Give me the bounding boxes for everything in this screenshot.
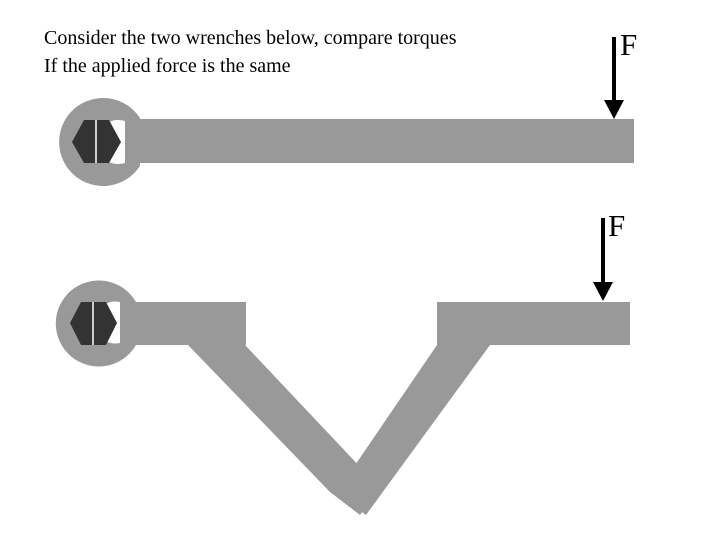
bent-wrench-right-handle bbox=[437, 302, 630, 345]
question-line-2: If the applied force is the same bbox=[44, 55, 291, 77]
top-force-label: F bbox=[620, 27, 638, 62]
bent-wrench-head bbox=[55, 280, 137, 367]
bottom-force-label: F bbox=[608, 208, 626, 243]
bent-wrench-right-leg bbox=[336, 345, 490, 515]
question-text: Consider the two wrenches below, compare… bbox=[44, 24, 604, 80]
straight-wrench-handle bbox=[125, 119, 634, 163]
bottom-force-arrow bbox=[593, 218, 613, 301]
bent-wrench-left-handle bbox=[120, 302, 246, 345]
bent-wrench-left-leg bbox=[188, 345, 380, 515]
top-force-arrow bbox=[604, 37, 624, 119]
straight-wrench bbox=[59, 98, 634, 187]
question-line-1: Consider the two wrenches below, compare… bbox=[44, 27, 457, 49]
straight-wrench-head bbox=[59, 98, 140, 187]
bent-wrench bbox=[55, 280, 630, 515]
